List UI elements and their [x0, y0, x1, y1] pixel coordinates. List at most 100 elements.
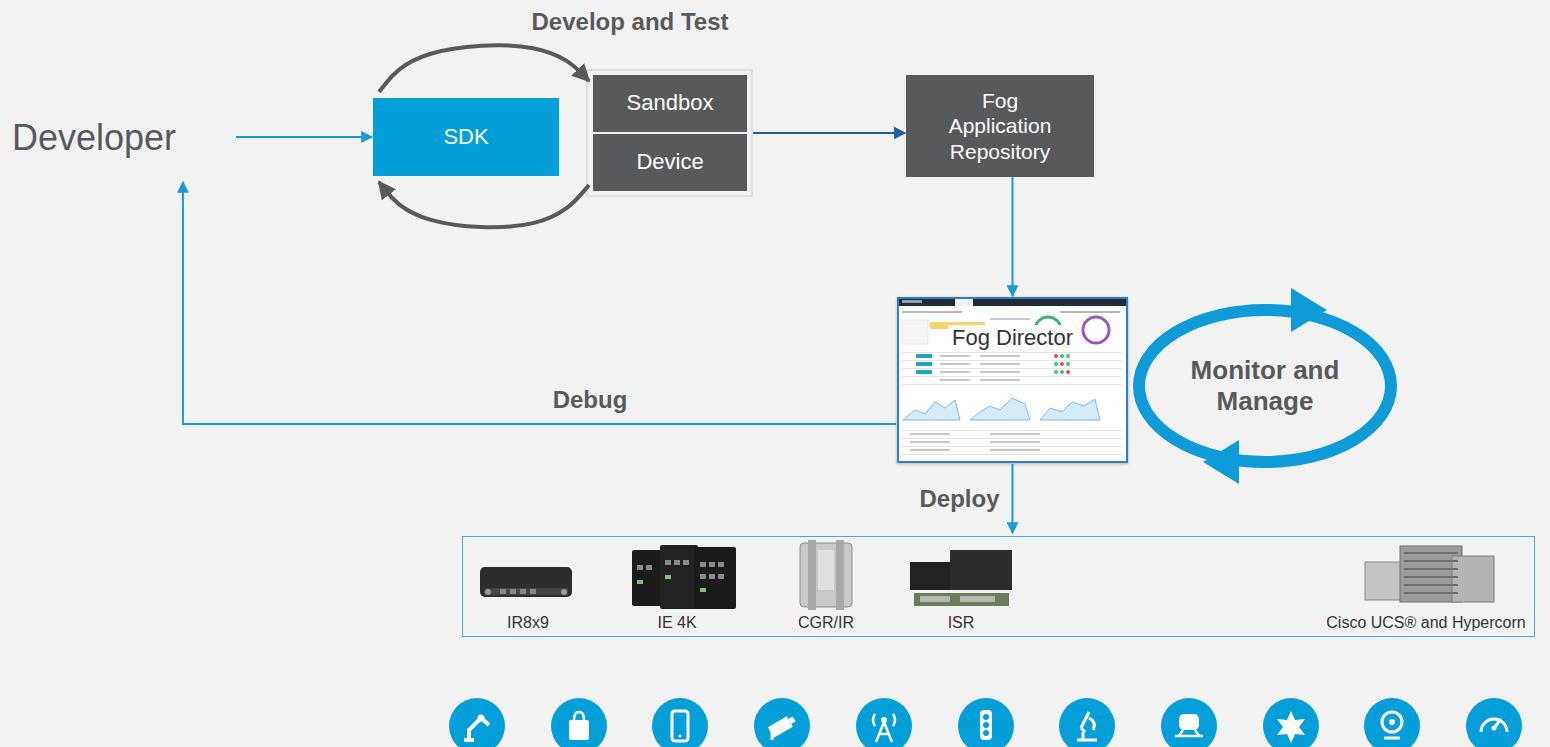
switch-picture	[700, 574, 706, 579]
dashboard-screenshot	[902, 360, 1122, 361]
dashboard-screenshot	[1066, 370, 1070, 374]
dashboard-screenshot	[1066, 354, 1070, 358]
dashboard-screenshot	[902, 352, 1122, 385]
industry-icons	[478, 715, 485, 722]
industry-icons	[958, 698, 1014, 747]
industry-icons	[1466, 698, 1522, 747]
server-picture	[1365, 546, 1494, 602]
dashboard-screenshot	[990, 449, 1040, 451]
router-picture	[485, 589, 491, 595]
dashboard-screenshot	[1060, 311, 1120, 313]
industry-icons	[1059, 698, 1115, 747]
device-caption: IR8x9	[507, 613, 549, 632]
process-box: Sandbox	[593, 75, 747, 132]
switch-picture	[718, 562, 724, 567]
dashboard-screenshot	[940, 379, 970, 381]
switch-picture	[632, 550, 664, 606]
industry-icons	[856, 698, 912, 747]
grid-router-picture	[836, 540, 844, 610]
dashboard-screenshot	[910, 441, 950, 443]
industry-icons	[983, 714, 989, 720]
switch-picture	[665, 575, 671, 579]
switch-picture	[709, 562, 715, 567]
dashboard-screenshot	[910, 449, 950, 451]
industry-icons	[1384, 737, 1400, 740]
isr-router-picture	[920, 596, 950, 602]
grid-router-picture	[800, 543, 852, 607]
connector-arrow	[753, 132, 905, 134]
industry-icons	[551, 698, 607, 747]
connector-arrow	[379, 182, 589, 227]
actor-label: Developer	[12, 108, 234, 168]
server-picture	[1404, 576, 1458, 578]
switch-picture	[674, 560, 680, 565]
dashboard-screenshot	[902, 376, 1122, 377]
industry-icons	[881, 717, 887, 723]
cycle-ellipse: Monitor and Manage	[1132, 303, 1398, 469]
dashboard-screenshot	[1040, 399, 1100, 420]
industry-icons	[958, 698, 1014, 747]
loop-arrowhead	[1203, 440, 1239, 484]
dashboard-screenshot	[916, 354, 932, 374]
node-text: Fog Application Repository	[930, 88, 1070, 164]
industry-icons	[1382, 712, 1402, 732]
router-picture	[480, 567, 572, 597]
node-text: Sandbox	[627, 90, 714, 116]
grid-router-picture	[808, 540, 816, 610]
dashboard-screenshot	[1054, 362, 1058, 366]
node-text: Device	[636, 149, 703, 175]
switch-picture	[646, 565, 652, 570]
switch-picture	[700, 562, 706, 567]
dashboard-screenshot	[902, 430, 1122, 431]
dashboard-screenshot	[1066, 362, 1070, 366]
dashboard-screenshot	[902, 311, 962, 313]
isr-router-picture	[910, 550, 1012, 606]
industry-icons	[856, 698, 912, 747]
switch-picture	[694, 547, 736, 609]
dashboard-screenshot	[980, 363, 1020, 365]
dashboard-screenshot	[916, 354, 932, 358]
industry-icons	[679, 735, 682, 738]
industry-icons	[980, 710, 992, 740]
industry-icons	[1481, 719, 1507, 732]
industry-icons	[569, 720, 589, 740]
switch-picture	[683, 560, 689, 565]
dashboard-screenshot	[980, 379, 1020, 381]
dashboard-screenshot	[1054, 354, 1070, 374]
connector-arrow	[1012, 464, 1014, 533]
switch-picture	[637, 565, 643, 570]
switch-picture	[632, 545, 736, 609]
process-box: Device	[593, 134, 747, 191]
router-picture	[500, 589, 506, 594]
group-outline	[587, 70, 752, 196]
dashboard-screenshot	[1060, 370, 1064, 374]
industry-icons	[771, 732, 774, 740]
server-picture	[1404, 592, 1458, 594]
device-caption: IE 4K	[657, 613, 696, 632]
node-text: Fog Director	[948, 325, 1077, 351]
connector-arrow	[379, 45, 589, 92]
connector-arrow	[1012, 177, 1014, 296]
connector-arrow	[183, 182, 896, 424]
device-panel: IR8x9IE 4KCGR/IRISRCisco UCS® and Hyperc…	[462, 536, 1535, 637]
isr-router-picture	[960, 596, 995, 602]
industry-icons	[672, 711, 688, 741]
dashboard-screenshot	[940, 355, 1020, 381]
edge-label: Deploy	[916, 485, 1002, 513]
router-picture	[520, 589, 526, 594]
industry-icons	[1389, 719, 1395, 725]
switch-picture	[718, 574, 724, 579]
industry-icons	[873, 714, 895, 742]
industry-icons	[788, 716, 795, 724]
dashboard-screenshot	[916, 362, 932, 366]
industry-icons	[754, 698, 810, 747]
node-text: Monitor and Manage	[1170, 355, 1360, 417]
router-picture	[510, 589, 516, 594]
industry-icons	[1364, 698, 1420, 747]
server-picture	[1452, 556, 1494, 602]
dashboard-screenshot	[902, 430, 1122, 455]
dashboard-screenshot	[902, 446, 1122, 447]
switch-picture	[700, 588, 706, 592]
